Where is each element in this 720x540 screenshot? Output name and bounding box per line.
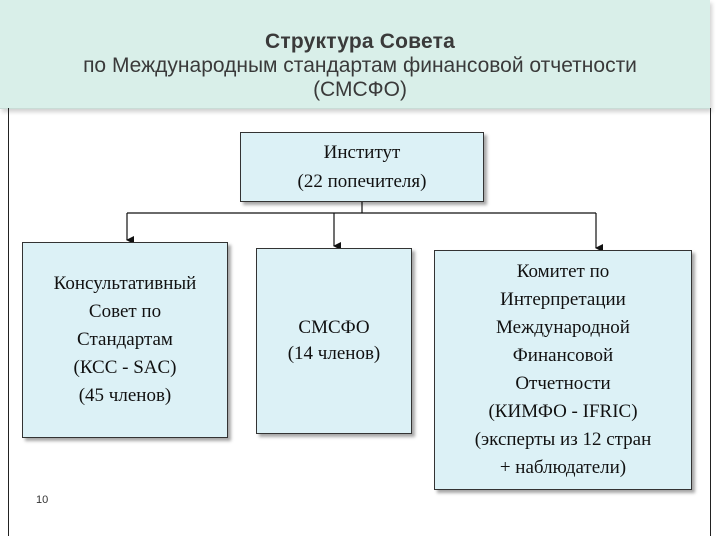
ifric-line-2: Интерпретации — [500, 289, 626, 310]
institute-box: Институт (22 попечителя) — [240, 132, 484, 202]
ifric-line-4: Финансовой — [512, 345, 614, 366]
sac-box: Консультативный Совет по Стандартам (КСС… — [22, 242, 228, 438]
sac-line-4: (КСС - SAC) — [73, 357, 177, 378]
title-banner: Структура Совета по Международным станда… — [0, 0, 710, 109]
ifric-line-8: + наблюдатели) — [499, 457, 627, 478]
sac-line-3: Стандартам — [77, 329, 173, 350]
slide-title: Структура Совета — [265, 30, 455, 53]
sac-line-5: (45 членов) — [78, 385, 172, 406]
slide-subtitle: по Международным стандартам финансовой о… — [83, 54, 637, 77]
iasb-box: СМСФО (14 членов) — [256, 248, 412, 434]
ifric-line-5: Отчетности — [515, 373, 611, 394]
content-frame — [8, 108, 711, 536]
slide-subtitle-abbreviation: (СМСФО) — [313, 78, 407, 101]
institute-members: (22 попечителя) — [297, 171, 427, 192]
iasb-members: (14 членов) — [287, 343, 381, 364]
ifric-line-7: (эксперты из 12 стран — [474, 429, 652, 450]
sac-line-1: Консультативный — [53, 273, 197, 294]
ifric-line-3: Международной — [496, 317, 630, 338]
ifric-line-6: (КИМФО - IFRIC) — [488, 401, 638, 422]
ifric-box: Комитет по Интерпретации Международной Ф… — [434, 250, 692, 490]
iasb-label: СМСФО — [298, 317, 370, 338]
institute-label: Институт — [323, 142, 401, 163]
page-number: 10 — [36, 494, 49, 506]
ifric-line-1: Комитет по — [516, 261, 610, 282]
sac-line-2: Совет по — [88, 301, 162, 322]
